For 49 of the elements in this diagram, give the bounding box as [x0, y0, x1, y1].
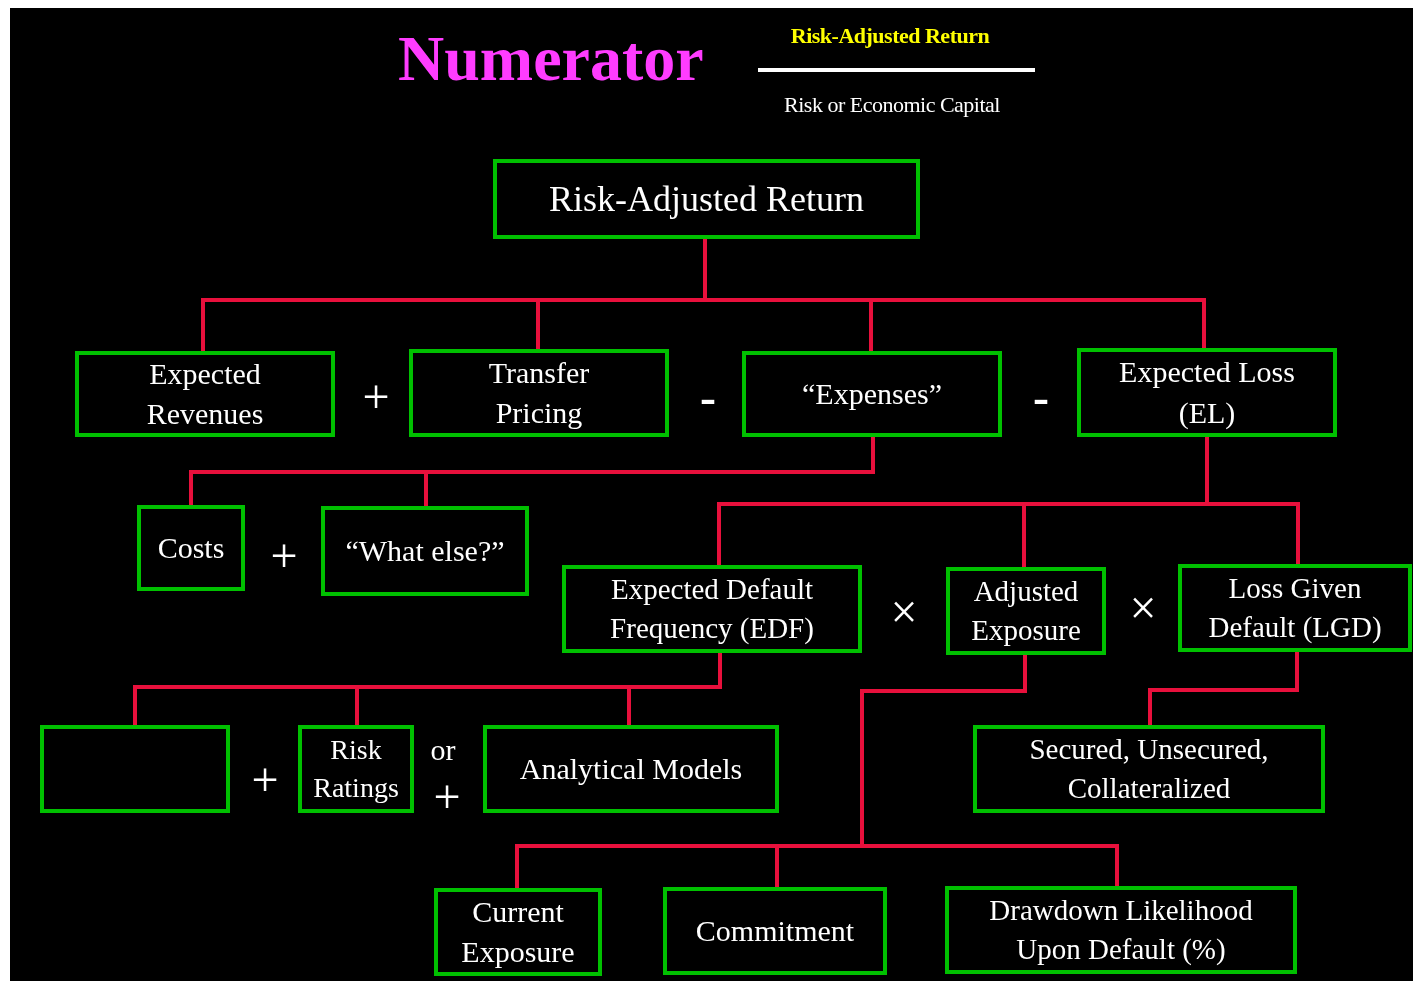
node-box — [298, 725, 414, 813]
node-label: Adjusted Exposure — [970, 573, 1082, 648]
operator-sign: - — [700, 373, 716, 421]
node-box — [321, 506, 529, 596]
node-box — [663, 887, 887, 975]
connector-line — [627, 651, 722, 727]
operator-sign: × — [890, 588, 918, 636]
node-box — [75, 351, 335, 437]
connector-line — [424, 435, 875, 508]
node-box — [1077, 348, 1337, 437]
node-label: Analytical Models — [519, 750, 743, 787]
node-label: Secured, Unsecured, Collateralized — [1028, 731, 1270, 806]
node-label: Expected Revenues — [145, 355, 265, 432]
node-box — [1178, 564, 1412, 652]
node-label: Commitment — [695, 912, 855, 949]
operator-sign: × — [1129, 584, 1157, 632]
node-box — [945, 886, 1297, 974]
node-box — [562, 565, 862, 653]
denominator-label: Risk or Economic Capital — [784, 94, 1000, 116]
node-box — [973, 725, 1325, 813]
node-label: Risk-Adjusted Return — [549, 177, 864, 221]
operator-sign: + — [362, 373, 390, 421]
node-box — [742, 351, 1002, 437]
node-label: Current Exposure — [460, 893, 576, 970]
node-box — [493, 159, 920, 239]
empty-box — [40, 725, 230, 813]
node-box — [409, 349, 669, 437]
numerator-label: Risk-Adjusted Return — [790, 25, 990, 47]
node-label: Expected Loss (EL) — [1118, 354, 1296, 431]
node-label: Risk Ratings — [312, 733, 400, 805]
title: Numerator — [398, 22, 704, 96]
node-box — [483, 725, 779, 813]
node-label: “What else?” — [345, 532, 505, 569]
operator-sign: + — [270, 532, 298, 580]
connector-line — [1205, 435, 1300, 566]
node-label: Drawdown Likelihood Upon Default (%) — [988, 892, 1254, 967]
operator-sign: - — [1033, 373, 1049, 421]
connector-word: or — [430, 735, 456, 765]
operator-sign: + — [251, 756, 279, 804]
node-box — [434, 888, 602, 976]
connector-line — [1148, 650, 1299, 727]
node-label: “Expenses” — [802, 375, 942, 412]
node-box — [946, 567, 1106, 655]
node-box — [137, 505, 245, 591]
node-label: Loss Given Default (LGD) — [1207, 570, 1383, 645]
node-label: Expected Default Frequency (EDF) — [609, 571, 815, 646]
operator-sign: + — [433, 773, 461, 821]
node-label: Costs — [157, 529, 225, 566]
node-label: Transfer Pricing — [487, 354, 591, 431]
